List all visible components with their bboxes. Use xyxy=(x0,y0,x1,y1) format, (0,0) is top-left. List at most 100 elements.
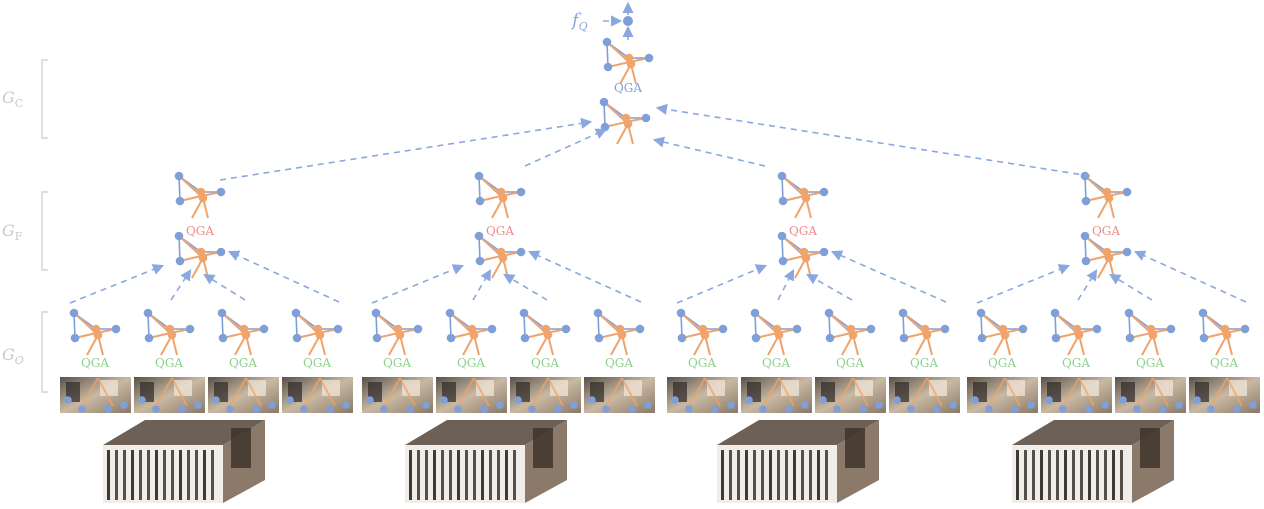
level-coarse: GC xyxy=(2,59,48,139)
coarse-graph-top-icon xyxy=(602,37,654,85)
object-qga-label-1-4: QGA xyxy=(303,356,331,370)
object-to-fine-arrow-1-1 xyxy=(69,264,165,304)
object-graph-icon-2-2 xyxy=(445,308,497,356)
arrows-layer xyxy=(69,103,1247,304)
fine-to-coarse-arrow-3 xyxy=(652,136,766,167)
object-to-fine-arrow-2-1 xyxy=(371,264,465,304)
fine-to-coarse-arrow-1 xyxy=(219,117,593,181)
object-qga-label-3-1: QGA xyxy=(688,356,716,370)
frame-thumbnail-3-3 xyxy=(815,377,886,413)
object-to-fine-arrow-1-2 xyxy=(170,269,192,301)
object-to-fine-arrow-4-4 xyxy=(1133,250,1247,303)
frame-thumbnail-1-2 xyxy=(134,377,205,413)
graphs-layer: QGA QGA QGA QGA QGA QGA QGA QGA QGA QGA QGA QGA QGA Q… xyxy=(69,37,1250,370)
video-cube-icon-2 xyxy=(405,420,567,503)
object-to-fine-arrow-3-4 xyxy=(830,250,947,303)
fine-qga-label-1: QGA xyxy=(186,224,214,238)
level-coarse-label: GC xyxy=(2,88,23,110)
object-to-fine-arrow-3-1 xyxy=(676,264,768,304)
frame-thumbnail-3-1 xyxy=(667,377,738,413)
fine-graph-bottom-icon-3 xyxy=(777,231,829,279)
object-qga-label-4-1: QGA xyxy=(988,356,1016,370)
frame-thumbnail-2-4 xyxy=(584,377,655,413)
object-graph-icon-4-3 xyxy=(1124,308,1176,356)
object-to-fine-arrow-2-3 xyxy=(503,273,548,301)
frames-layer xyxy=(60,377,1260,413)
fine-graph-bottom-icon-4 xyxy=(1080,231,1132,279)
video-cubes-layer xyxy=(103,420,1174,503)
coarse-qga-label: QGA xyxy=(614,81,642,95)
object-qga-label-3-4: QGA xyxy=(910,356,938,370)
object-to-fine-arrow-3-3 xyxy=(806,273,853,301)
object-graph-icon-4-1 xyxy=(976,308,1028,356)
object-qga-label-2-2: QGA xyxy=(457,356,485,370)
fine-qga-label-4: QGA xyxy=(1092,224,1120,238)
object-graph-icon-2-3 xyxy=(519,308,571,356)
object-qga-label-2-1: QGA xyxy=(383,356,411,370)
object-to-fine-arrow-3-2 xyxy=(777,269,795,301)
video-cube-icon-4 xyxy=(1012,420,1174,503)
object-graph-icon-3-2 xyxy=(750,308,802,356)
frame-thumbnail-4-1 xyxy=(967,377,1038,413)
fine-graph-top-icon-3 xyxy=(777,171,829,219)
frame-thumbnail-2-2 xyxy=(436,377,507,413)
frame-thumbnail-3-2 xyxy=(741,377,812,413)
level-object-label: GO xyxy=(2,345,24,367)
fine-graph-bottom-icon-2 xyxy=(474,231,526,279)
object-graph-icon-3-1 xyxy=(676,308,728,356)
fine-graph-bottom-icon-1 xyxy=(174,231,226,279)
object-qga-label-1-1: QGA xyxy=(81,356,109,370)
object-graph-icon-1-3 xyxy=(217,308,269,356)
query-output: fQ xyxy=(570,1,634,40)
object-to-fine-arrow-4-3 xyxy=(1109,273,1153,301)
level-fine-label: GF xyxy=(2,221,23,243)
video-cube-icon-3 xyxy=(717,420,879,503)
fine-graph-top-icon-1 xyxy=(174,171,226,219)
fine-qga-label-2: QGA xyxy=(486,224,514,238)
frame-thumbnail-2-1 xyxy=(362,377,433,413)
query-label: fQ xyxy=(570,10,588,33)
level-fine: GF xyxy=(2,191,48,271)
object-to-fine-arrow-2-2 xyxy=(472,269,492,301)
object-to-fine-arrow-2-4 xyxy=(527,250,642,303)
object-qga-label-3-2: QGA xyxy=(762,356,790,370)
frame-thumbnail-1-4 xyxy=(282,377,353,413)
object-graph-icon-3-3 xyxy=(824,308,876,356)
object-graph-icon-2-1 xyxy=(371,308,423,356)
object-graph-icon-1-1 xyxy=(69,308,121,356)
object-qga-label-4-2: QGA xyxy=(1062,356,1090,370)
object-graph-icon-3-4 xyxy=(898,308,950,356)
frame-thumbnail-2-3 xyxy=(510,377,581,413)
coarse-graph-bottom-icon xyxy=(599,97,651,145)
object-qga-label-3-3: QGA xyxy=(836,356,864,370)
frame-thumbnail-1-3 xyxy=(208,377,279,413)
object-qga-label-4-3: QGA xyxy=(1136,356,1164,370)
level-object: GO xyxy=(2,311,48,393)
object-to-fine-arrow-4-1 xyxy=(976,264,1071,304)
object-graph-icon-4-4 xyxy=(1198,308,1250,356)
object-graph-icon-2-4 xyxy=(593,308,645,356)
object-graph-icon-4-2 xyxy=(1050,308,1102,356)
frame-thumbnail-4-4 xyxy=(1189,377,1260,413)
frame-thumbnail-1-1 xyxy=(60,377,131,413)
fine-to-coarse-arrow-4 xyxy=(655,103,1091,177)
frame-thumbnail-3-4 xyxy=(889,377,960,413)
fine-to-coarse-arrow-2 xyxy=(524,128,608,167)
object-qga-label-1-3: QGA xyxy=(229,356,257,370)
object-qga-label-2-4: QGA xyxy=(605,356,633,370)
fine-graph-top-icon-2 xyxy=(474,171,526,219)
object-qga-label-1-2: QGA xyxy=(155,356,183,370)
frame-thumbnail-4-2 xyxy=(1041,377,1112,413)
object-qga-label-4-4: QGA xyxy=(1210,356,1238,370)
object-qga-label-2-3: QGA xyxy=(531,356,559,370)
frame-thumbnail-4-3 xyxy=(1115,377,1186,413)
fine-graph-top-icon-4 xyxy=(1080,171,1132,219)
object-to-fine-arrow-1-3 xyxy=(203,273,246,301)
object-graph-icon-1-4 xyxy=(291,308,343,356)
object-to-fine-arrow-1-4 xyxy=(227,250,340,303)
object-graph-icon-1-2 xyxy=(143,308,195,356)
object-to-fine-arrow-4-2 xyxy=(1077,269,1098,301)
video-cube-icon-1 xyxy=(103,420,265,503)
fine-qga-label-3: QGA xyxy=(789,224,817,238)
